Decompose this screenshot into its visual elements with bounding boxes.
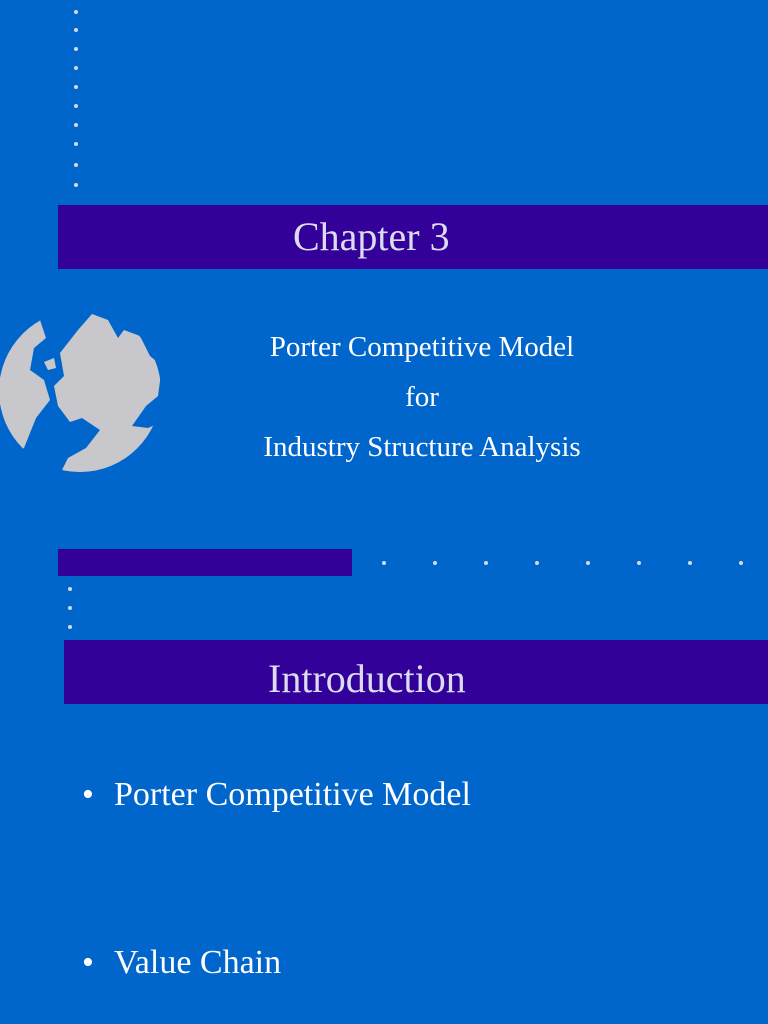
bullet-symbol: • xyxy=(82,944,94,981)
decor-dot xyxy=(74,123,78,127)
decor-dot xyxy=(535,561,539,565)
bullet-item: • Value Chain xyxy=(82,944,281,982)
decor-dot xyxy=(484,561,488,565)
bullet-text: Value Chain xyxy=(114,944,282,981)
title-band-chapter xyxy=(58,205,768,269)
decor-dot xyxy=(433,561,437,565)
bullet-text: Porter Competitive Model xyxy=(114,776,471,813)
decor-dot xyxy=(74,104,78,108)
decor-dot xyxy=(68,606,72,610)
decor-dot xyxy=(74,142,78,146)
decor-dot xyxy=(688,561,692,565)
decor-dot xyxy=(74,163,78,167)
accent-band xyxy=(58,549,352,576)
decor-dot xyxy=(739,561,743,565)
globe-icon xyxy=(0,314,161,472)
decor-dot xyxy=(74,183,78,187)
slide-title-introduction: Introduction xyxy=(268,656,466,701)
decor-dot xyxy=(74,47,78,51)
bullet-item: • Porter Competitive Model xyxy=(82,776,471,814)
subtitle-line: for xyxy=(405,381,439,413)
bullet-symbol: • xyxy=(82,776,94,813)
decor-dot xyxy=(637,561,641,565)
decor-dot xyxy=(74,85,78,89)
decor-dot xyxy=(74,10,78,14)
decor-dot xyxy=(74,28,78,32)
slide-subtitle: Porter Competitive Model for Industry St… xyxy=(222,322,622,472)
decor-dot xyxy=(68,625,72,629)
subtitle-line: Industry Structure Analysis xyxy=(263,431,581,463)
title-band-introduction xyxy=(64,640,768,704)
decor-dot xyxy=(74,66,78,70)
subtitle-line: Porter Competitive Model xyxy=(269,331,575,363)
decor-dot xyxy=(586,561,590,565)
decor-dot xyxy=(382,561,386,565)
slide-title-chapter: Chapter 3 xyxy=(293,214,450,259)
decor-dot xyxy=(68,587,72,591)
